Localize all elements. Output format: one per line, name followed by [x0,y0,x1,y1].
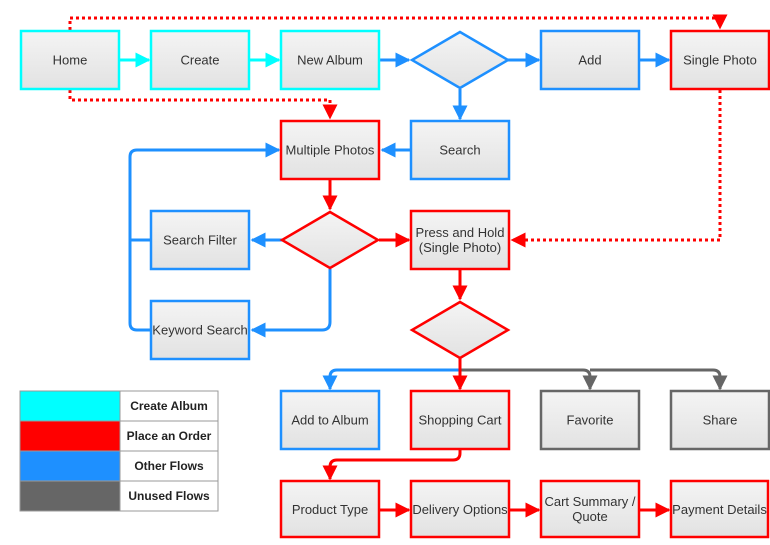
node-share: Share [669,389,770,451]
legend-row-place-order: Place an Order [19,420,219,452]
node-search: Search [409,119,511,181]
edge-diamond2-keyword [250,269,332,338]
node-delivery-options-label: Delivery Options [412,502,508,517]
edge-home-singlephoto-dotted [68,14,728,30]
edge-singlephoto-presshold-dotted [510,90,722,248]
node-cart-summary-line1: Cart Summary / [544,494,635,509]
legend-swatch-create-album [19,390,121,422]
legend-row-create-album: Create Album [19,390,219,422]
node-favorite: Favorite [539,389,641,451]
node-press-and-hold: Press and Hold (Single Photo) [409,209,511,271]
node-add-label: Add [578,53,601,68]
node-cart-summary-line2: Quote [572,509,607,524]
edge-diamond3-share [590,368,728,391]
legend-label-other-flows: Other Flows [134,459,204,473]
legend: Create Album Place an Order Other Flows … [19,390,219,512]
legend-swatch-place-order [19,420,121,452]
legend-row-unused-flows: Unused Flows [19,480,219,512]
node-keyword-search: Keyword Search [149,299,251,361]
node-cart-summary: Cart Summary / Quote [539,479,641,539]
node-new-album: New Album [279,29,381,91]
node-multiple-photos: Multiple Photos [279,119,381,181]
node-delivery-options: Delivery Options [409,479,511,539]
node-keyword-search-label: Keyword Search [152,323,247,338]
node-create: Create [149,29,251,91]
node-single-photo-label: Single Photo [683,53,757,68]
node-shopping-cart: Shopping Cart [409,389,511,451]
node-shopping-cart-label: Shopping Cart [418,413,501,428]
legend-row-other-flows: Other Flows [19,450,219,482]
node-create-label: Create [180,53,219,68]
node-add: Add [539,29,641,91]
decision-diamond-3 [409,300,511,360]
edge-diamond3-addtoalbum [322,368,460,391]
node-search-filter: Search Filter [149,209,251,271]
node-favorite-label: Favorite [567,413,614,428]
legend-swatch-other-flows [19,450,121,482]
node-press-and-hold-line2: (Single Photo) [419,240,501,255]
decision-diamond-1 [409,30,511,90]
node-payment-details: Payment Details [669,479,770,539]
node-single-photo: Single Photo [669,29,770,91]
nodes: Home Create New Album Add Single Photo M… [19,29,770,539]
node-multiple-photos-label: Multiple Photos [286,143,375,158]
node-press-and-hold-line1: Press and Hold [416,225,505,240]
edge-diamond3-favorite [460,368,598,391]
node-add-to-album-label: Add to Album [291,413,368,428]
node-home: Home [19,29,121,91]
node-home-label: Home [53,53,88,68]
node-new-album-label: New Album [297,53,363,68]
node-share-label: Share [703,413,738,428]
legend-swatch-unused-flows [19,480,121,512]
node-search-label: Search [439,143,480,158]
legend-label-place-order: Place an Order [127,429,212,443]
node-payment-details-label: Payment Details [672,502,767,517]
node-search-filter-label: Search Filter [163,233,237,248]
legend-label-unused-flows: Unused Flows [128,489,210,503]
node-product-type: Product Type [279,479,381,539]
edge-cart-producttype [322,450,462,481]
connectors [68,14,728,518]
edge-home-multiple-dotted [68,90,338,120]
node-product-type-label: Product Type [292,502,368,517]
decision-diamond-2 [279,210,381,270]
legend-label-create-album: Create Album [130,399,208,413]
node-add-to-album: Add to Album [279,389,381,451]
